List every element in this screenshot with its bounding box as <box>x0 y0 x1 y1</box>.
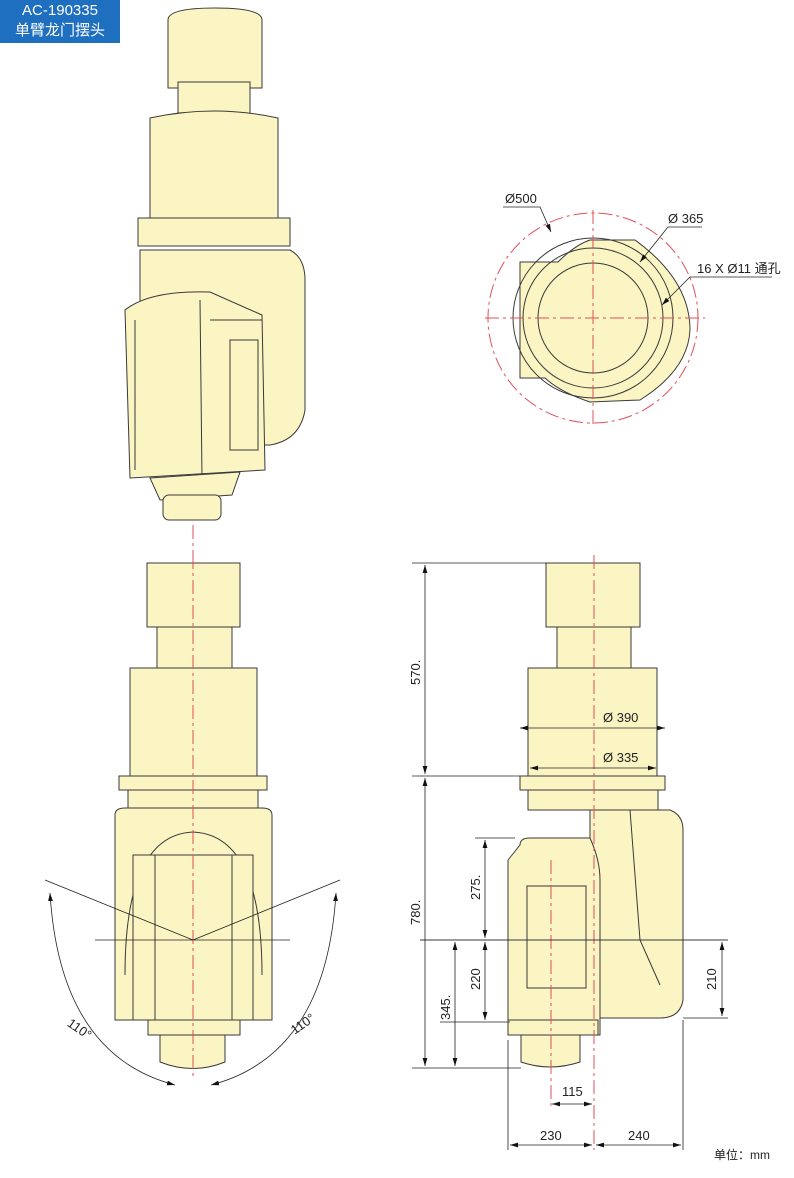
front-view: 110° 110° <box>44 555 341 1086</box>
hole-spec: 16 X Ø11 通孔 <box>697 261 781 276</box>
dim-780: 780. <box>408 900 423 925</box>
dim-230: 230 <box>540 1128 562 1143</box>
dim-335: Ø 335 <box>603 750 638 765</box>
dim-210: 210 <box>704 968 719 990</box>
angle-left: 110° <box>65 1015 95 1042</box>
angle-right: 110° <box>288 1010 318 1037</box>
top-view: Ø500 Ø 365 16 X Ø11 通孔 <box>485 191 781 425</box>
dim-115: 115 <box>562 1084 583 1099</box>
dim-570: 570. <box>408 660 423 685</box>
model-number: AC-190335 <box>22 2 98 19</box>
unit-label: 单位：mm <box>714 1148 770 1162</box>
product-name: 单臂龙门摆头 <box>14 22 105 39</box>
dim-220: 220 <box>468 968 483 990</box>
side-view: 570. 780. 275. 220 345. 210 Ø 390 Ø 335 … <box>408 555 728 1150</box>
title-badge: AC-190335 单臂龙门摆头 <box>0 0 120 43</box>
dim-365: Ø 365 <box>668 211 703 226</box>
dim-275: 275. <box>468 875 483 900</box>
isometric-view <box>124 7 306 560</box>
dim-345: 345. <box>438 995 453 1020</box>
dim-500: Ø500 <box>505 191 537 206</box>
dim-390: Ø 390 <box>603 710 638 725</box>
dim-240: 240 <box>628 1128 650 1143</box>
